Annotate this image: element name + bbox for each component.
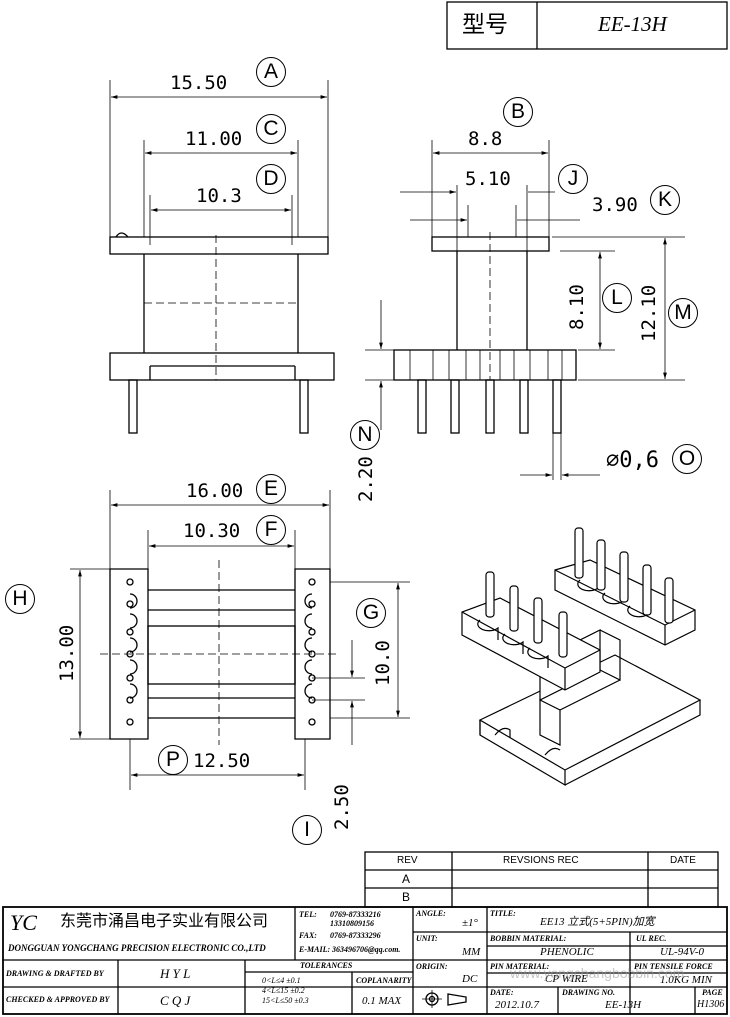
tensile-value: 1.0KG MIN (660, 974, 712, 986)
checked-by-value: C Q J (160, 993, 191, 1008)
dim-n-letter: N (350, 420, 380, 450)
dim-e-value: 16.00 (186, 480, 244, 502)
dim-o-letter: O (672, 444, 702, 474)
dim-i-letter: I (292, 815, 322, 845)
company-name-cn: 东莞市涌昌电子实业有限公司 (60, 911, 269, 930)
drawing-no-label: DRAWING NO. (562, 988, 616, 997)
dim-k-letter: K (650, 185, 680, 215)
dim-c-letter: C (256, 114, 286, 144)
email-label: E-MAIL: (299, 945, 331, 954)
title-value: EE13 立式(5+5PIN)加宽 (540, 916, 655, 928)
dim-e-letter: E (256, 474, 286, 504)
model-label: 型号 (462, 12, 508, 37)
rev-header: REV (397, 855, 418, 866)
dim-l-letter: L (602, 283, 632, 313)
angle-label: ANGLE: (416, 909, 446, 918)
dim-b-value: 8.8 (468, 128, 503, 150)
dim-d-letter: D (256, 164, 286, 194)
pin-material-value: CP WIRE (545, 973, 588, 985)
dim-m-value: 12.10 (638, 284, 660, 342)
bobbin-label: BOBBIN MATERIAL: (490, 934, 567, 943)
dim-g-value: 10.0 (372, 640, 394, 686)
fax: 0769-87333296 (330, 931, 381, 940)
header-box (446, 1, 728, 50)
ul-label: UL REC. (636, 934, 667, 943)
dim-l-value: 8.10 (566, 284, 588, 330)
dim-g-letter: G (356, 598, 386, 628)
dim-o-value: ∅0,6 (606, 448, 659, 473)
model-value: EE-13H (598, 12, 667, 36)
angle-value: ±1° (462, 917, 478, 929)
unit-value: MM (462, 946, 481, 958)
coplanarity-label: COPLANARITY (356, 976, 412, 985)
dim-i-value: 2.50 (331, 784, 353, 830)
page-value: H1306 (697, 999, 725, 1010)
rev-row-a: A (402, 872, 411, 886)
bobbin-value: PHENOLIC (540, 946, 594, 958)
date-value: 2012.10.7 (495, 999, 539, 1011)
page-label: PAGE (702, 988, 723, 997)
dim-j-letter: J (558, 164, 588, 194)
origin-value: DC (462, 973, 478, 985)
unit-label: UNIT: (416, 934, 438, 943)
front-view (109, 80, 335, 434)
dim-c-value: 11.00 (185, 128, 243, 150)
company-logo: YC (10, 910, 37, 935)
dim-h-letter: H (5, 584, 35, 614)
date-header: DATE (670, 855, 696, 866)
dim-p-value: 12.50 (193, 750, 251, 772)
bottom-view (70, 490, 410, 790)
tolerances-label: TOLERANCES (300, 961, 353, 970)
title-label: TITLE: (490, 909, 516, 918)
dim-a-letter: A (256, 57, 286, 87)
dim-b-letter: B (503, 97, 533, 127)
tolerance-2: 4<L≤15 ±0.2 (262, 986, 305, 995)
watermark: www.yongchangbobbin.com (510, 965, 685, 981)
dim-m-letter: M (668, 298, 698, 328)
title-block (2, 906, 728, 1015)
isometric-view (461, 527, 702, 787)
revisions-header: REVSIONS REC (503, 855, 579, 866)
dim-n-value: 2.20 (355, 456, 377, 502)
company-name-en: DONGGUAN YONGCHANG PRECISION ELECTRONIC … (8, 943, 266, 953)
origin-label: ORIGIN: (416, 962, 448, 971)
side-view (365, 140, 685, 480)
dim-k-value: 3.90 (592, 194, 638, 216)
tel-label: TEL: (299, 910, 317, 919)
dim-d-value: 10.3 (196, 185, 242, 207)
checked-by-label: CHECKED & APPROVED BY (6, 995, 110, 1004)
coplanarity-value: 0.1 MAX (362, 995, 402, 1007)
tel2: 13310809156 (330, 919, 374, 928)
dim-f-value: 10.30 (183, 520, 241, 542)
tolerance-1: 0<L≤4 ±0.1 (262, 976, 301, 985)
drawn-by-label: DRAWING & DRAFTED BY (6, 969, 104, 978)
pin-material-label: PIN MATERIAL: (490, 962, 550, 971)
dim-a-value: 15.50 (170, 72, 228, 94)
rev-row-b: B (402, 890, 411, 904)
date-label: DATE: (490, 988, 514, 997)
dim-f-letter: F (256, 515, 286, 545)
drawing-no-value: EE-13H (605, 999, 642, 1011)
dim-j-value: 5.10 (465, 168, 511, 190)
drawn-by-value: H Y L (160, 966, 191, 981)
tel1: 0769-87333216 (330, 910, 381, 919)
email: 363496706@qq.com. (332, 945, 401, 954)
dim-p-letter: P (158, 745, 188, 775)
fax-label: FAX: (299, 931, 317, 940)
ul-value: UL-94V-0 (660, 946, 704, 958)
tolerance-3: 15<L≤50 ±0.3 (262, 996, 309, 1005)
tensile-label: PIN TENSILE FORCE (634, 962, 713, 971)
dim-h-value: 13.00 (56, 624, 78, 682)
